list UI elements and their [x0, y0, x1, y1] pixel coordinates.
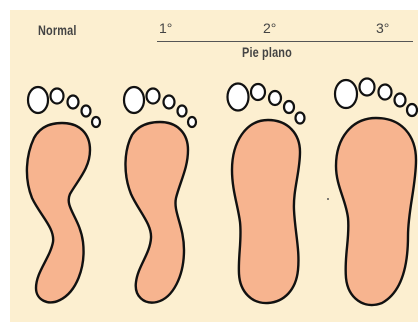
grade-3-toe-3 [379, 85, 392, 100]
grade-2-toe-3 [269, 91, 281, 105]
grade-2-sole [232, 120, 300, 303]
grade-3-toe-5 [407, 104, 417, 116]
grade-1-toe-5 [188, 117, 196, 127]
grade-2-toe-4 [284, 101, 294, 113]
grade-3-toe-2 [360, 79, 375, 96]
normal-toe-1 [28, 87, 48, 113]
grade-1-toe-2 [147, 89, 160, 104]
grade-2-footprint [228, 84, 305, 304]
normal-sole [27, 123, 90, 302]
grade-3-footprint [335, 79, 417, 306]
grade-3-toe-4 [395, 94, 406, 107]
normal-toe-2 [51, 89, 64, 104]
grade-1-sole [125, 122, 188, 303]
grade-1-toe-3 [164, 96, 175, 109]
grade-1-toe-4 [178, 106, 187, 117]
grade-2-toe-1 [228, 84, 249, 111]
normal-footprint [27, 87, 100, 302]
grade-3-toe-1 [335, 80, 357, 108]
speck-dot [327, 198, 329, 200]
footprints-illustration [10, 10, 418, 322]
grade-1-toe-1 [124, 87, 144, 113]
normal-toe-4 [82, 106, 91, 117]
normal-toe-5 [92, 117, 100, 127]
flatfoot-diagram-panel: Normal 1° 2° 3° Pie plano [10, 10, 418, 322]
grade-3-sole [336, 118, 416, 305]
normal-toe-3 [68, 96, 79, 109]
grade-2-toe-2 [251, 84, 265, 100]
grade-1-footprint [124, 87, 196, 303]
grade-2-toe-5 [296, 113, 305, 124]
